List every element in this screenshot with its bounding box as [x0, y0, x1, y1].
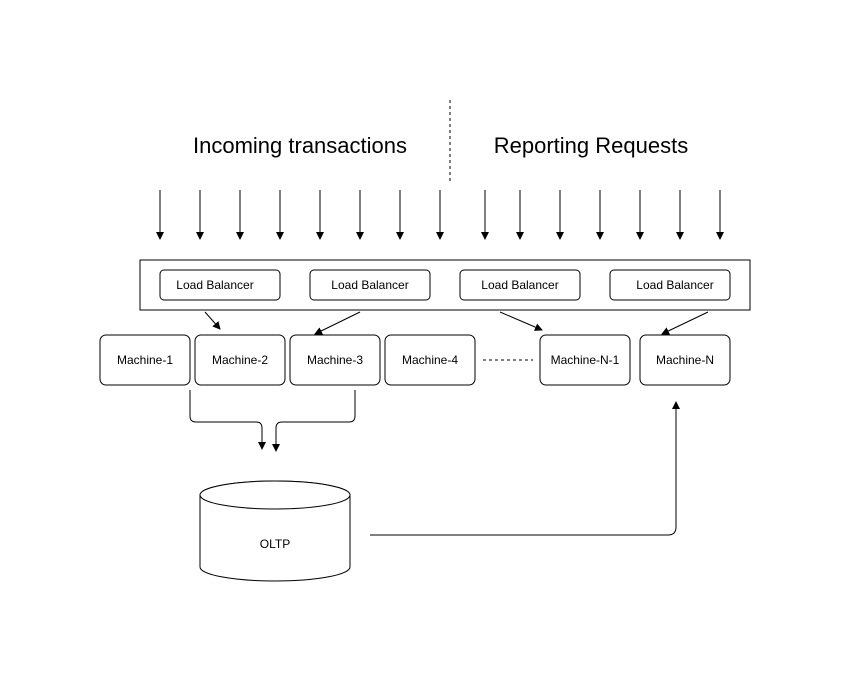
machine2-to-oltp-connector [189, 390, 266, 450]
machine-2 [194, 334, 286, 386]
load-balancer-1 [159, 269, 281, 301]
load-balancer-4-label: Load Balancer [636, 278, 713, 292]
load-balancer-4 [609, 269, 731, 301]
incoming-arrows [156, 190, 724, 240]
load-balancer-2 [309, 269, 431, 301]
lb3-to-machine-n-1-arrow [499, 311, 543, 331]
oltp-database [199, 480, 351, 582]
machine-1-label: Machine-1 [117, 353, 173, 367]
machine-n-1-label: Machine-N-1 [551, 353, 620, 367]
load-balancer-3 [459, 269, 581, 301]
machine-n [639, 334, 731, 386]
oltp-cylinder-top [199, 480, 351, 510]
machine-3-label: Machine-3 [307, 353, 363, 367]
lb4-to-machine-n-arrow [661, 311, 709, 335]
machine-4 [384, 334, 476, 386]
heading-incoming-transactions: Incoming transactions [193, 133, 407, 158]
machine3-to-oltp-connector [272, 390, 356, 452]
machine-2-label: Machine-2 [212, 353, 268, 367]
oltp-label: OLTP [260, 537, 290, 551]
machine-4-label: Machine-4 [402, 353, 458, 367]
machine-n-label: Machine-N [656, 353, 714, 367]
oltp-to-machine-n-connector [370, 401, 680, 536]
machine-1 [99, 334, 191, 386]
lb1-to-machine2-arrow [204, 311, 221, 330]
load-balancer-1-label: Load Balancer [176, 278, 253, 292]
machine-n-1 [539, 334, 631, 386]
load-balancer-2-label: Load Balancer [331, 278, 408, 292]
load-balancer-3-label: Load Balancer [481, 278, 558, 292]
machine-3 [289, 334, 381, 386]
lb2-to-machine3-arrow [314, 311, 361, 335]
heading-reporting-requests: Reporting Requests [494, 133, 688, 158]
